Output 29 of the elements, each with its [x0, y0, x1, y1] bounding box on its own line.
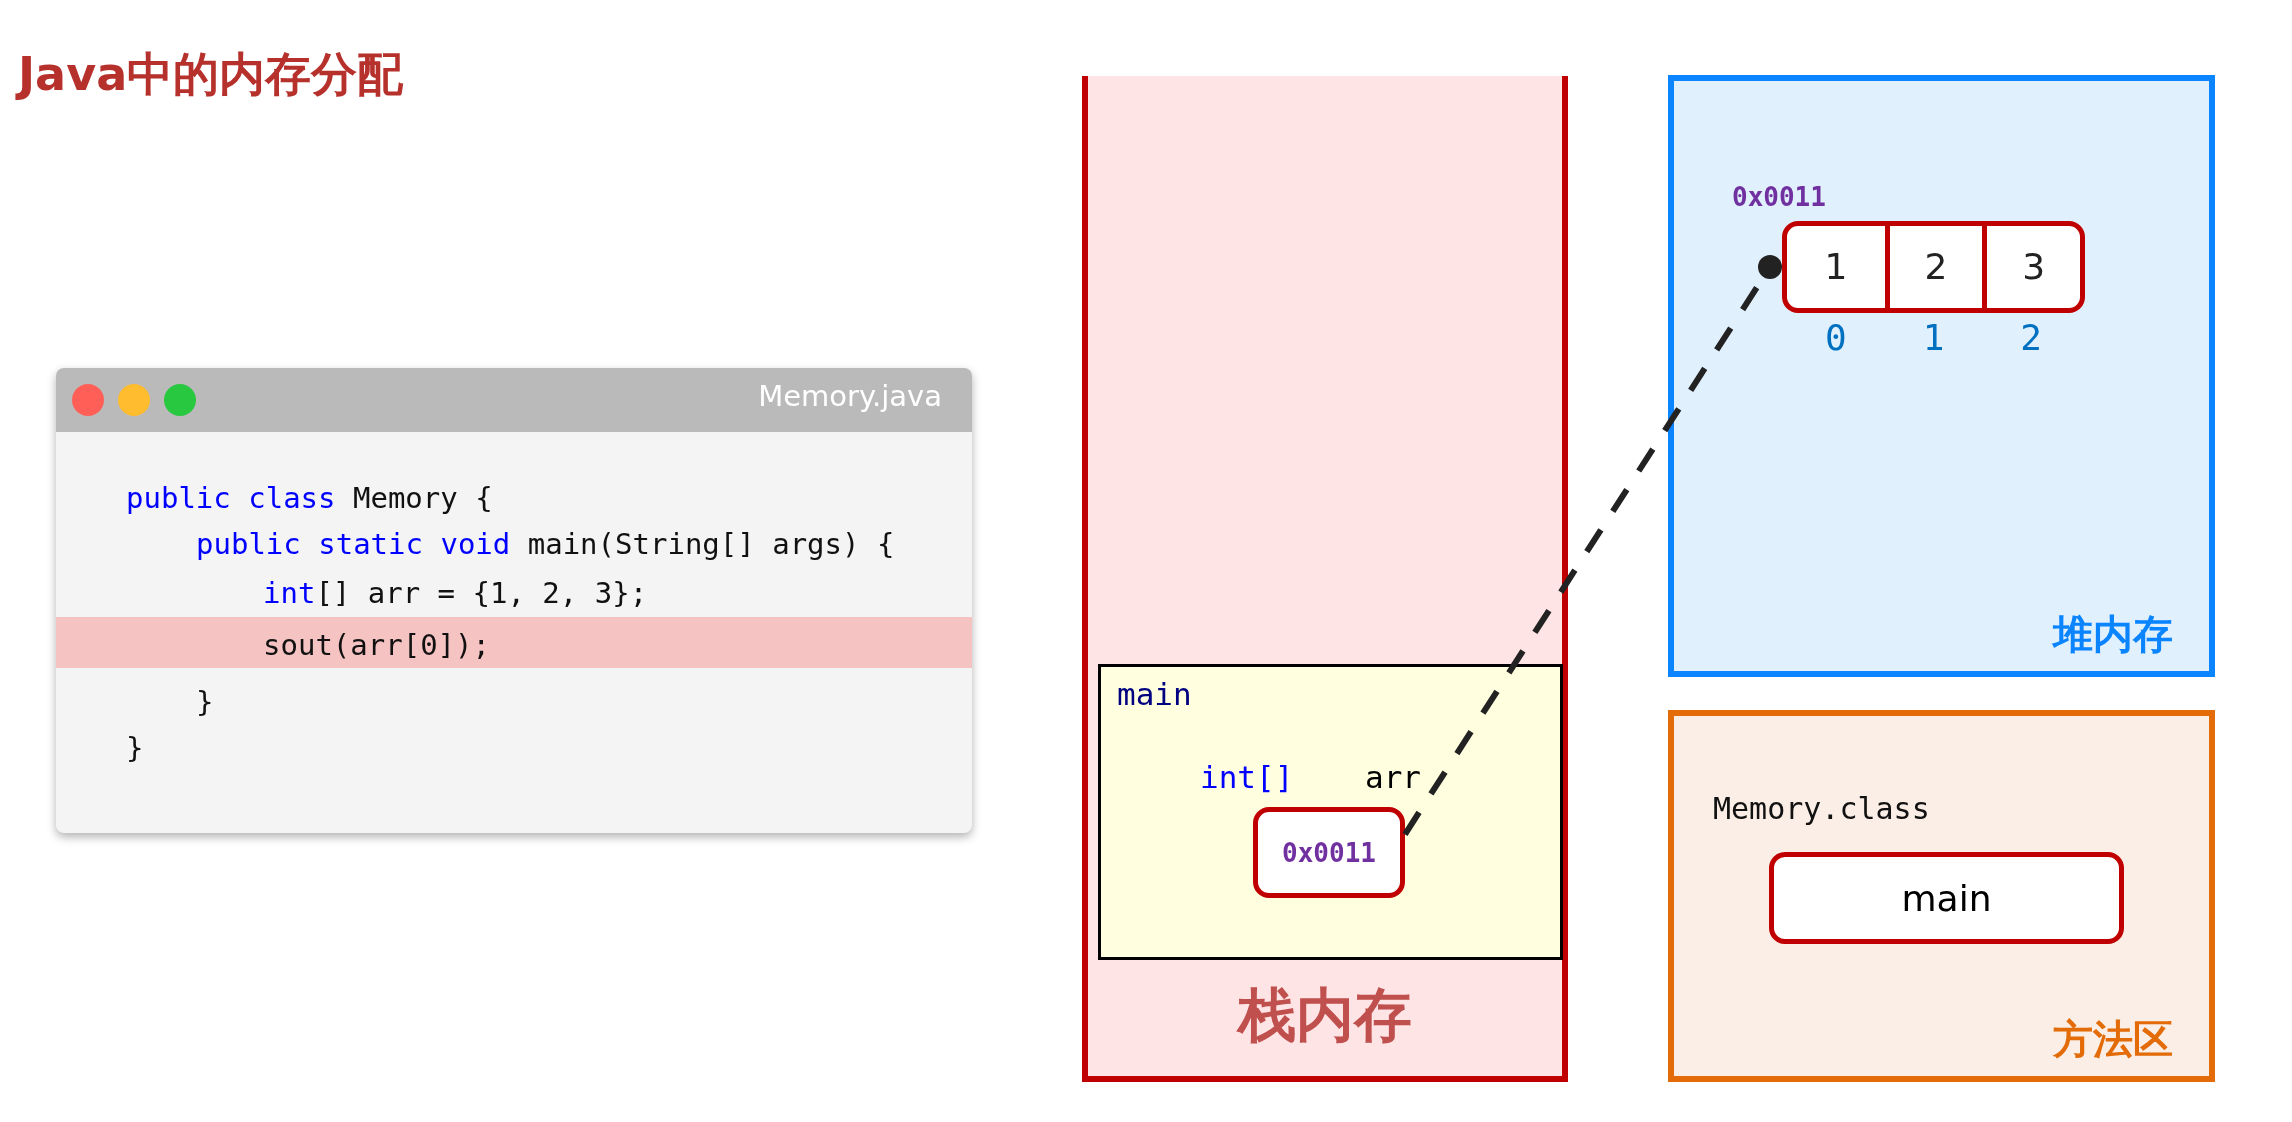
code-line: sout(arr[0]);	[263, 629, 490, 663]
array-cell: 2	[1884, 226, 1983, 308]
array-cell-text: 1	[1823, 245, 1849, 290]
method-area	[1668, 710, 2215, 1082]
code-line: int[] arr = {1, 2, 3};	[263, 577, 648, 611]
code-line: public static void main(String[] args) {	[196, 528, 895, 562]
stack-area	[1082, 76, 1568, 1082]
array-cell: 3	[1982, 226, 2080, 308]
type-label: int[]	[1200, 760, 1294, 796]
stack-frame	[1098, 664, 1563, 960]
code-window	[56, 368, 972, 833]
code-line: public class Memory {	[126, 482, 493, 516]
area-label: 栈内存	[1235, 982, 1413, 1049]
index-label: 2	[2019, 317, 2043, 359]
index-label: 0	[1824, 317, 1848, 359]
window-title: Memory.java	[758, 380, 942, 414]
address-label: 0x0011	[1732, 183, 1826, 213]
code-line: }	[196, 686, 214, 720]
class-label: Memory.class	[1713, 792, 1930, 827]
heap-area	[1668, 75, 2215, 677]
frame-label: main	[1117, 677, 1192, 713]
code-line: }	[126, 732, 144, 766]
area-label: 堆内存	[2053, 611, 2173, 657]
array-box	[1782, 221, 2085, 313]
area-label: 方法区	[2053, 1016, 2173, 1062]
method-box: main	[1769, 852, 2124, 944]
address-box: 0x0011	[1253, 807, 1405, 898]
index-label: 1	[1921, 317, 1946, 359]
variable-label: arr	[1365, 760, 1421, 796]
